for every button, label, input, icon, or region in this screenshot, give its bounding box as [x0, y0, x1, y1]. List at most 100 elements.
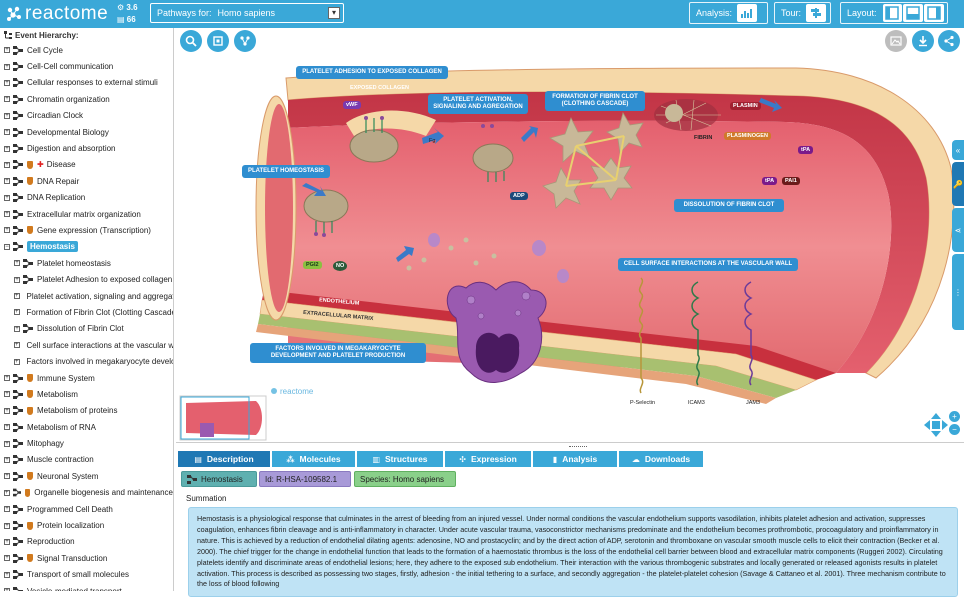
label-platelet-activation[interactable]: PLATELET ACTIVATION, SIGNALING AND AGREG… — [428, 94, 528, 114]
collapse-toggle-icon[interactable]: − — [4, 243, 10, 250]
zoom-out-icon[interactable]: − — [949, 424, 960, 435]
tree-child-item[interactable]: +Factors involved in megakaryocyte devel… — [0, 353, 173, 369]
tree-item[interactable]: +Cell Cycle — [0, 42, 173, 58]
label-jam3[interactable]: JAM3 — [746, 400, 761, 406]
expand-toggle-icon[interactable]: + — [4, 391, 10, 398]
side-tab-key[interactable]: 🔑 — [952, 162, 964, 206]
side-tab-share[interactable]: ⋖ — [952, 208, 964, 252]
details-resize-handle[interactable] — [569, 446, 587, 448]
expand-toggle-icon[interactable]: + — [14, 342, 20, 349]
tree-child-item[interactable]: +Dissolution of Fibrin Clot — [0, 321, 173, 337]
expand-toggle-icon[interactable]: + — [4, 178, 10, 185]
layout-left-icon[interactable] — [882, 4, 903, 22]
layout-center-icon[interactable] — [903, 4, 924, 22]
tab-analysis[interactable]: ▮Analysis — [533, 451, 617, 467]
label-platelet-homeostasis[interactable]: PLATELET HOMEOSTASIS — [242, 165, 330, 178]
chevron-down-icon[interactable]: ▾ — [328, 7, 340, 19]
tour-signpost-icon[interactable] — [806, 4, 827, 22]
panel-splitter-handle[interactable] — [173, 328, 174, 346]
label-vwf[interactable]: vWF — [343, 101, 361, 109]
label-pgi2[interactable]: PGI2 — [303, 261, 322, 269]
expand-toggle-icon[interactable]: + — [4, 522, 10, 529]
tree-child-item[interactable]: +Platelet homeostasis — [0, 255, 173, 271]
expand-toggle-icon[interactable]: + — [14, 260, 20, 267]
tree-item[interactable]: +Circadian Clock — [0, 108, 173, 124]
label-fibrin-clot-formation[interactable]: FORMATION OF FIBRIN CLOT (CLOTHING CASCA… — [545, 91, 645, 111]
pan-zoom-control[interactable] — [922, 411, 950, 439]
tree-item[interactable]: +DNA Replication — [0, 190, 173, 206]
pathway-diagram[interactable]: PLATELET ADHESION TO EXPOSED COLLAGEN EX… — [176, 28, 964, 442]
expand-toggle-icon[interactable]: + — [14, 309, 20, 316]
fit-diagram-icon[interactable] — [207, 30, 229, 52]
tree-item[interactable]: +Programmed Cell Death — [0, 501, 173, 517]
expand-toggle-icon[interactable]: + — [14, 358, 20, 365]
tree-item[interactable]: +Reproduction — [0, 534, 173, 550]
expand-toggle-icon[interactable]: + — [14, 276, 20, 283]
tree-item[interactable]: +Extracellular matrix organization — [0, 206, 173, 222]
pan-arrows-icon[interactable] — [922, 411, 950, 439]
tree-item[interactable]: +Developmental Biology — [0, 124, 173, 140]
label-platelet-adhesion[interactable]: PLATELET ADHESION TO EXPOSED COLLAGEN — [296, 66, 448, 79]
tab-structures[interactable]: ▥Structures — [357, 451, 443, 467]
expand-toggle-icon[interactable]: + — [4, 194, 10, 201]
tab-molecules[interactable]: ⁂Molecules — [272, 451, 355, 467]
expand-toggle-icon[interactable]: + — [4, 571, 10, 578]
tree-item[interactable]: +Cell-Cell communication — [0, 58, 173, 74]
label-no[interactable]: NO — [333, 261, 348, 271]
label-plasminogen[interactable]: PLASMINOGEN — [724, 132, 771, 140]
expand-toggle-icon[interactable]: + — [4, 161, 10, 168]
collapse-side-panel-icon[interactable]: « — [952, 140, 964, 160]
side-tab-details[interactable]: ⋮ — [952, 254, 964, 330]
label-dissolution-fibrin-clot[interactable]: DISSOLUTION OF FIBRIN CLOT — [674, 199, 784, 212]
expand-toggle-icon[interactable]: + — [4, 129, 10, 136]
tree-item[interactable]: +Digestion and absorption — [0, 140, 173, 156]
image-export-icon[interactable] — [885, 30, 907, 52]
label-tpa-2[interactable]: tPA — [762, 177, 778, 185]
expand-toggle-icon[interactable]: + — [4, 211, 10, 218]
zoom-in-icon[interactable]: + — [949, 411, 960, 422]
tree-item[interactable]: +Mitophagy — [0, 435, 173, 451]
expand-toggle-icon[interactable]: + — [4, 538, 10, 545]
tree-item[interactable]: +Protein localization — [0, 517, 173, 533]
expand-toggle-icon[interactable]: + — [4, 63, 10, 70]
expand-toggle-icon[interactable]: + — [4, 555, 10, 562]
expand-toggle-icon[interactable]: + — [4, 47, 10, 54]
tree-child-item[interactable]: +Cell surface interactions at the vascul… — [0, 337, 173, 353]
label-icam3[interactable]: ICAM3 — [688, 400, 705, 406]
expand-toggle-icon[interactable]: + — [4, 506, 10, 513]
analysis-chart-icon[interactable] — [737, 4, 758, 22]
label-megakaryocyte[interactable]: FACTORS INVOLVED IN MEGAKARYOCYTE DEVELO… — [250, 343, 426, 363]
expand-toggle-icon[interactable]: + — [4, 96, 10, 103]
label-p-selectin[interactable]: P-Selectin — [630, 400, 656, 406]
tree-item[interactable]: +DNA Repair — [0, 173, 173, 189]
tree-item[interactable]: +Muscle contraction — [0, 452, 173, 468]
expand-toggle-icon[interactable]: + — [4, 227, 10, 234]
expand-toggle-icon[interactable]: + — [4, 473, 10, 480]
tree-child-item[interactable]: +Formation of Fibrin Clot (Clotting Casc… — [0, 304, 173, 320]
expand-toggle-icon[interactable]: + — [4, 375, 10, 381]
illustration-icon[interactable] — [234, 30, 256, 52]
expand-toggle-icon[interactable]: + — [4, 407, 10, 414]
tree-item[interactable]: +Chromatin organization — [0, 91, 173, 107]
expand-toggle-icon[interactable]: + — [4, 489, 10, 496]
tree-item[interactable]: +Immune System — [0, 370, 173, 386]
expand-toggle-icon[interactable]: + — [14, 293, 20, 300]
label-tpa-1[interactable]: tPA — [798, 146, 814, 154]
expand-toggle-icon[interactable]: + — [4, 456, 10, 463]
expand-toggle-icon[interactable]: + — [4, 440, 10, 447]
species-selector[interactable]: Pathways for: Homo sapiens ▾ — [150, 3, 344, 23]
tab-downloads[interactable]: ☁Downloads — [619, 451, 703, 467]
download-icon[interactable] — [912, 30, 934, 52]
tree-item[interactable]: −Hemostasis — [0, 239, 173, 255]
tree-item[interactable]: +✚Disease — [0, 157, 173, 173]
layout-right-icon[interactable] — [924, 4, 945, 22]
expand-toggle-icon[interactable]: + — [4, 145, 10, 152]
share-icon[interactable] — [938, 30, 960, 52]
tree-child-item[interactable]: +Platelet Adhesion to exposed collagen — [0, 271, 173, 287]
tree-item[interactable]: +Signal Transduction — [0, 550, 173, 566]
tree-item[interactable]: +Gene expression (Transcription) — [0, 222, 173, 238]
tree-child-item[interactable]: +Platelet activation, signaling and aggr… — [0, 288, 173, 304]
expand-toggle-icon[interactable]: + — [4, 588, 10, 591]
tree-item[interactable]: +Organelle biogenesis and maintenance — [0, 485, 173, 501]
label-plasmin[interactable]: PLASMIN — [730, 102, 761, 110]
